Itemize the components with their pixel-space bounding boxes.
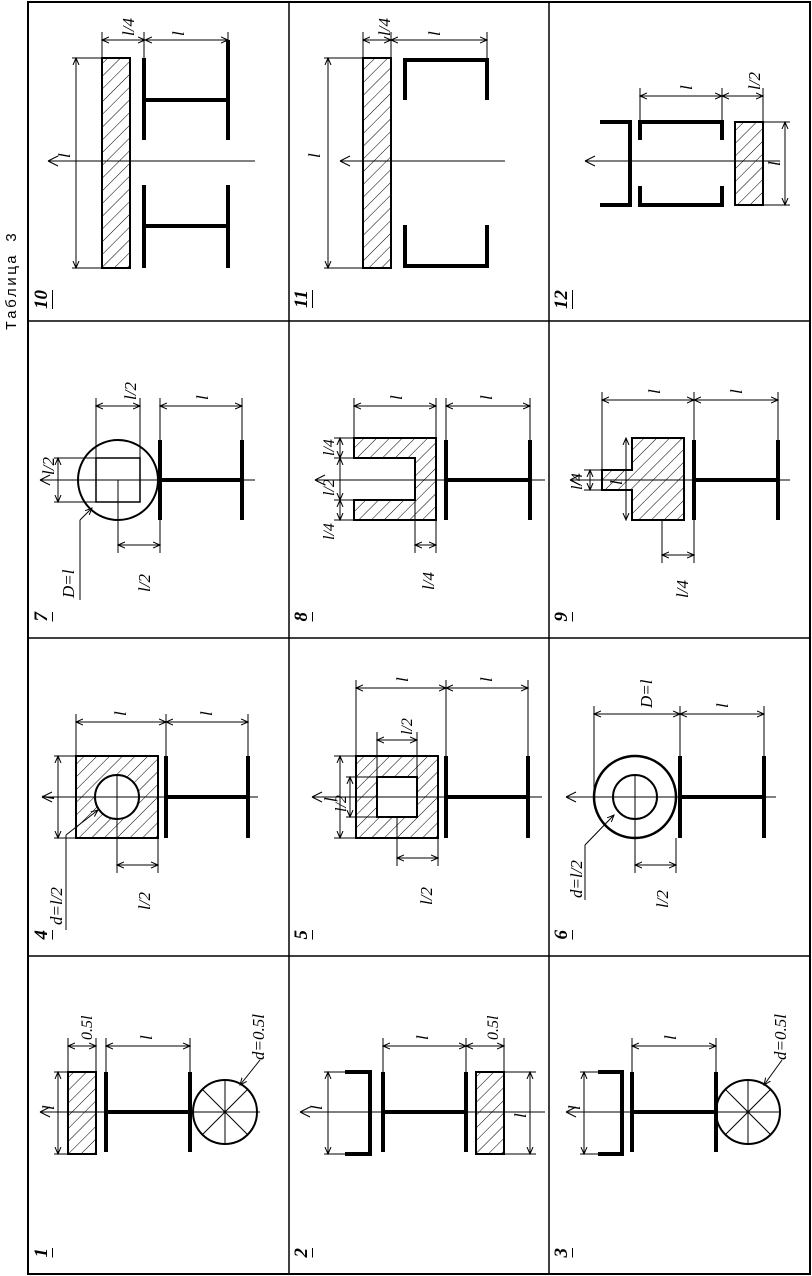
table-grid xyxy=(27,1,811,1275)
dim-label: l xyxy=(645,389,664,394)
dim-label: l xyxy=(393,677,412,682)
dim-label: l/2 xyxy=(135,892,154,910)
section-8-drawing xyxy=(314,398,545,553)
dim-label: l/4 xyxy=(419,572,438,590)
dim-label: l xyxy=(413,1035,432,1040)
section-2-drawing xyxy=(299,1038,545,1156)
dim-label: d=0.5l xyxy=(771,1014,790,1060)
dim-label: l xyxy=(477,677,496,682)
dim-label: l/2 xyxy=(321,479,338,496)
dim-label: 0.5l xyxy=(485,1015,502,1040)
dim-label: l xyxy=(477,395,496,400)
section-number-4: 4 xyxy=(31,930,52,940)
section-11-drawing xyxy=(324,32,505,269)
dim-label: l xyxy=(321,797,340,802)
dim-label: d=l/2 xyxy=(47,887,66,925)
dim-label: l xyxy=(137,1035,156,1040)
section-number-3: 3 xyxy=(551,1248,572,1258)
dim-label: l/4 xyxy=(321,439,338,456)
dim-label: l xyxy=(387,395,406,400)
dim-label: l xyxy=(111,711,130,716)
dim-label: 0.5l xyxy=(79,1015,96,1040)
section-number-5: 5 xyxy=(291,930,312,940)
dim-label: D=l xyxy=(637,679,656,709)
dim-label: l xyxy=(661,1035,680,1040)
dim-label: l xyxy=(193,395,212,400)
section-number-10: 10 xyxy=(31,290,52,309)
dim-label: l/2 xyxy=(417,887,436,905)
dim-label: l/2 xyxy=(135,574,154,592)
dim-label: d=0.5l xyxy=(249,1014,268,1060)
section-number-9: 9 xyxy=(551,612,572,622)
dim-label: l xyxy=(169,31,188,36)
dim-label: l xyxy=(511,1113,530,1118)
section-3-drawing xyxy=(565,1038,783,1156)
dim-label: D=l xyxy=(59,569,78,599)
dim-label: l xyxy=(713,703,732,708)
dim-label: l/4 xyxy=(119,18,138,36)
dim-label: l/4 xyxy=(569,473,586,490)
dim-label: l xyxy=(607,480,626,485)
dim-label: l xyxy=(197,711,216,716)
dim-label: l xyxy=(565,1105,584,1110)
dim-label: l/2 xyxy=(121,382,140,400)
section-10-drawing xyxy=(47,32,255,269)
section-9-drawing xyxy=(569,392,790,563)
dim-label: l xyxy=(305,153,324,158)
section-number-11: 11 xyxy=(291,290,312,308)
dim-label: l/4 xyxy=(375,18,394,36)
section-number-12: 12 xyxy=(551,290,572,309)
dim-label: l/2 xyxy=(333,795,350,812)
section-number-1: 1 xyxy=(31,1248,52,1258)
dim-label: l xyxy=(677,85,696,90)
dim-label: l xyxy=(39,795,58,800)
dim-label: l xyxy=(307,1105,326,1110)
dim-label: l/4 xyxy=(673,580,692,598)
section-1-drawing xyxy=(39,1038,261,1155)
dim-label: d=l/2 xyxy=(567,860,586,898)
section-7-drawing xyxy=(39,398,255,600)
dim-label: l/2 xyxy=(653,890,672,908)
section-number-7: 7 xyxy=(31,612,52,622)
section-number-6: 6 xyxy=(551,930,572,940)
section-12-drawing xyxy=(584,88,790,207)
section-number-2: 2 xyxy=(291,1248,312,1258)
dim-label: l/2 xyxy=(399,718,416,735)
section-6-drawing xyxy=(565,706,776,900)
dim-label: l xyxy=(39,1105,58,1110)
section-number-8: 8 xyxy=(291,612,312,622)
dim-label: l xyxy=(727,389,746,394)
dim-label: l/4 xyxy=(321,523,338,540)
dim-label: l xyxy=(55,153,74,158)
dim-label: l xyxy=(425,31,444,36)
dim-label: l/2 xyxy=(745,72,764,90)
dim-label: l xyxy=(765,161,784,166)
dim-label: l/2 xyxy=(39,457,58,475)
section-5-drawing xyxy=(311,680,542,866)
section-4-drawing xyxy=(41,714,258,930)
